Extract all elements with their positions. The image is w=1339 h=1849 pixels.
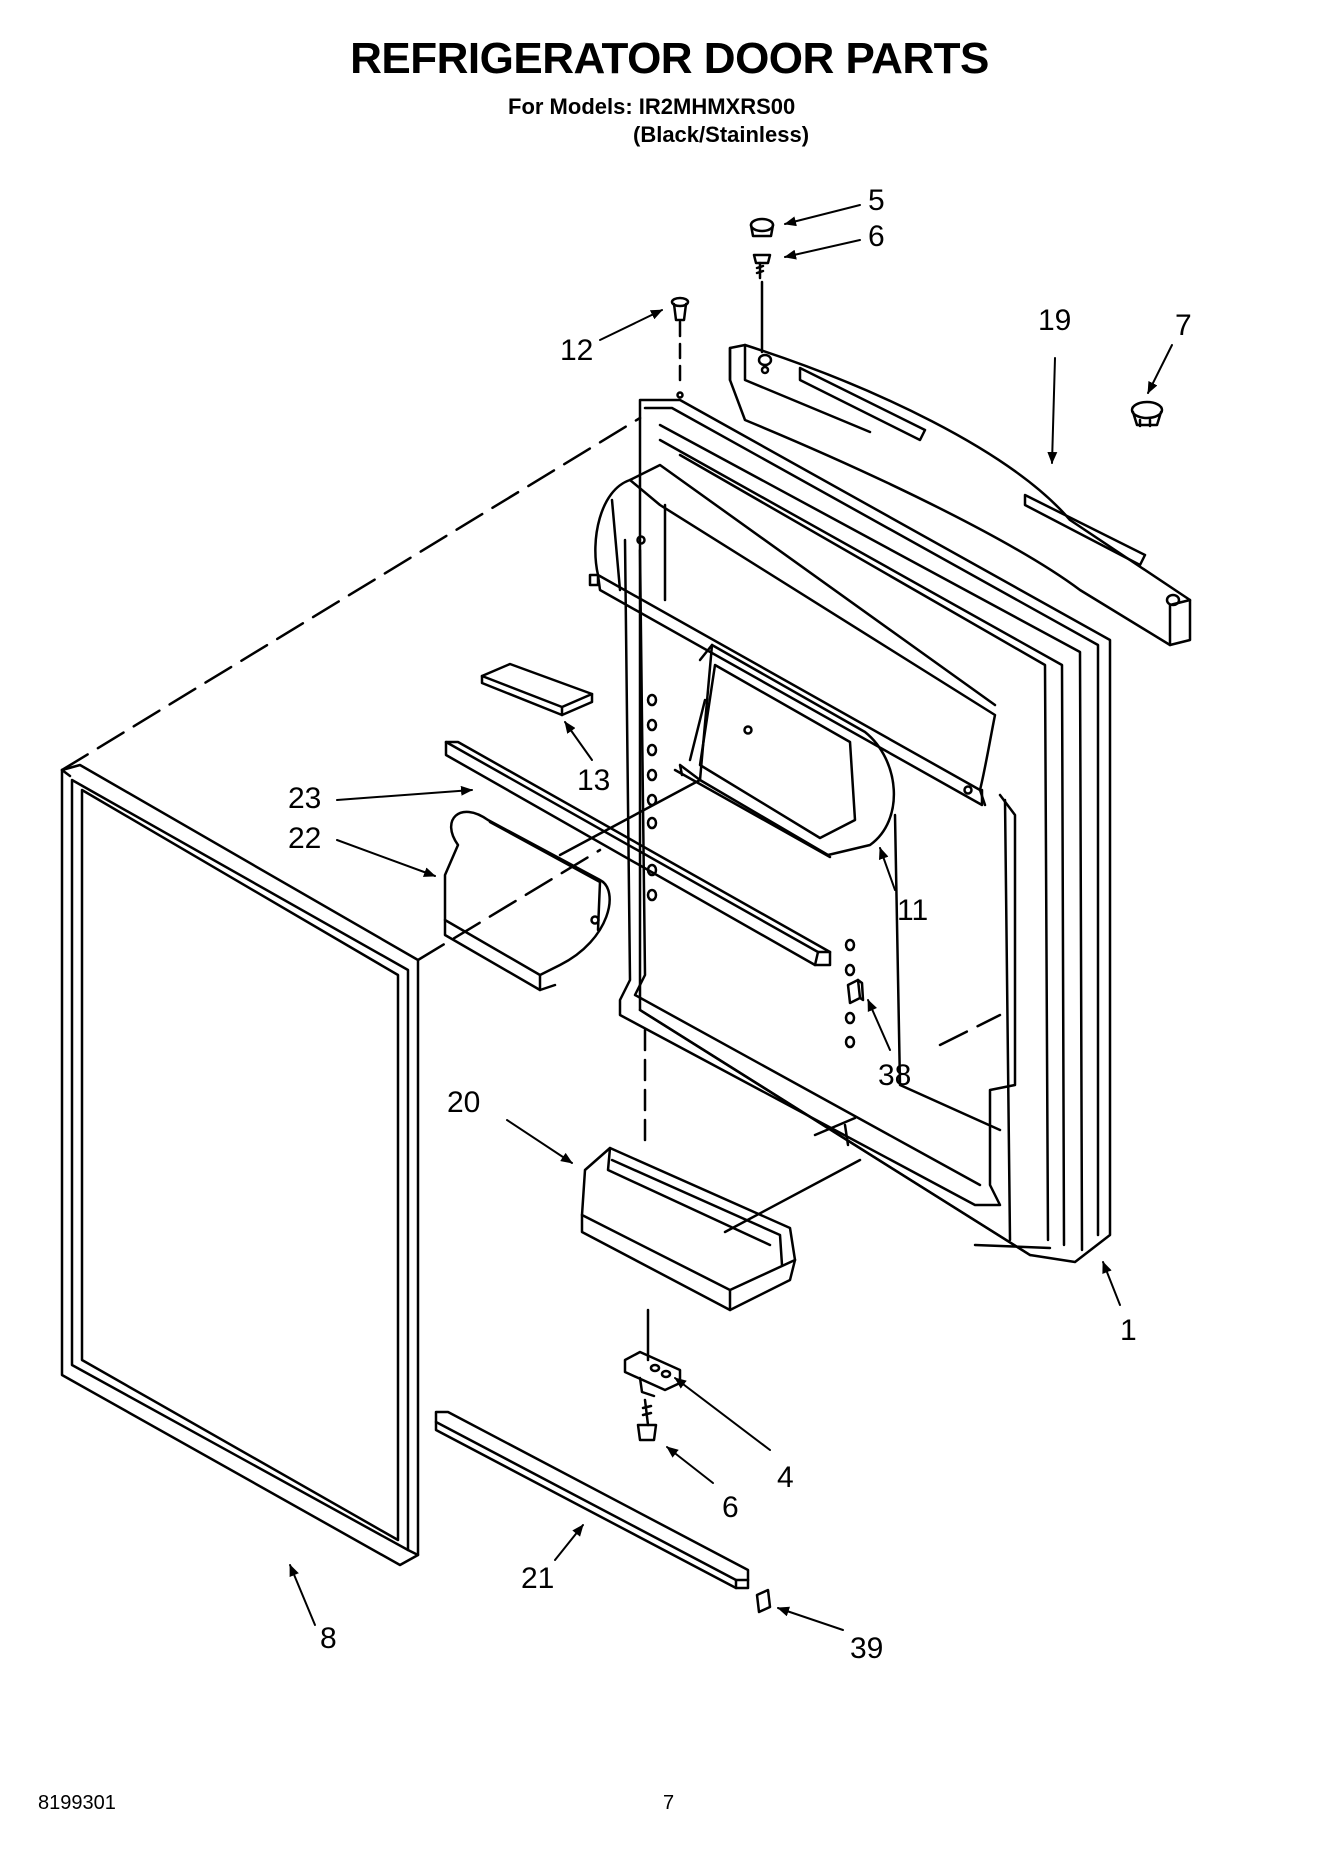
dairy-bin (673, 643, 896, 859)
pin-hole (676, 391, 684, 399)
lower-door-bin (580, 1146, 862, 1312)
callout-1: 1 (1120, 1314, 1137, 1347)
assembly-line-left-upper (60, 416, 642, 772)
callout-21: 21 (521, 1562, 554, 1595)
door-gasket (60, 763, 420, 1567)
top-shelf-bin (588, 463, 997, 807)
assembly-line-cross (938, 1013, 1002, 1047)
door-outer-panel (638, 398, 1112, 1264)
callout-39: 39 (850, 1632, 883, 1665)
door-stop-pin (670, 296, 690, 322)
callout-22: 22 (288, 822, 321, 855)
butter-pad (480, 662, 594, 717)
callout-23: 23 (288, 782, 321, 815)
callout-20: 20 (447, 1086, 480, 1119)
document-number: 8199301 (38, 1792, 116, 1814)
callout-11: 11 (897, 894, 928, 927)
page-number: 7 (663, 1792, 675, 1814)
shelf-clip (846, 978, 865, 1005)
callout-6-bottom: 6 (722, 1491, 739, 1524)
assembly-line-right-upper (416, 848, 602, 962)
callout-38: 38 (878, 1059, 911, 1092)
page-title: REFRIGERATOR DOOR PARTS (350, 34, 989, 83)
callout-4: 4 (777, 1461, 794, 1494)
callout-8: 8 (320, 1622, 337, 1655)
door-inner-liner (618, 538, 1017, 1207)
models-line: For Models: IR2MHMXRS00 (508, 94, 796, 119)
hinge-hole-plug (1130, 400, 1164, 428)
bottom-hinge (623, 1350, 682, 1398)
callout-7: 7 (1175, 309, 1192, 342)
bottom-trim-strip (434, 1410, 750, 1590)
callout-5: 5 (868, 184, 885, 217)
callout-6-top: 6 (868, 220, 885, 253)
callout-leaders (289, 204, 1173, 1631)
variant-line: (Black/Stainless) (633, 122, 810, 147)
butter-compartment (443, 778, 702, 992)
trim-end-clip (755, 1588, 772, 1614)
hinge-screw-top (752, 253, 772, 280)
callout-13: 13 (577, 764, 610, 797)
shelf-bar (444, 740, 832, 967)
hinge-plug-top (749, 217, 775, 238)
top-hinge-cover (728, 343, 1192, 647)
callout-12: 12 (560, 334, 593, 367)
hinge-screw-bottom (636, 1398, 658, 1442)
callout-19: 19 (1038, 304, 1071, 337)
liner-mount-holes (646, 693, 856, 1049)
